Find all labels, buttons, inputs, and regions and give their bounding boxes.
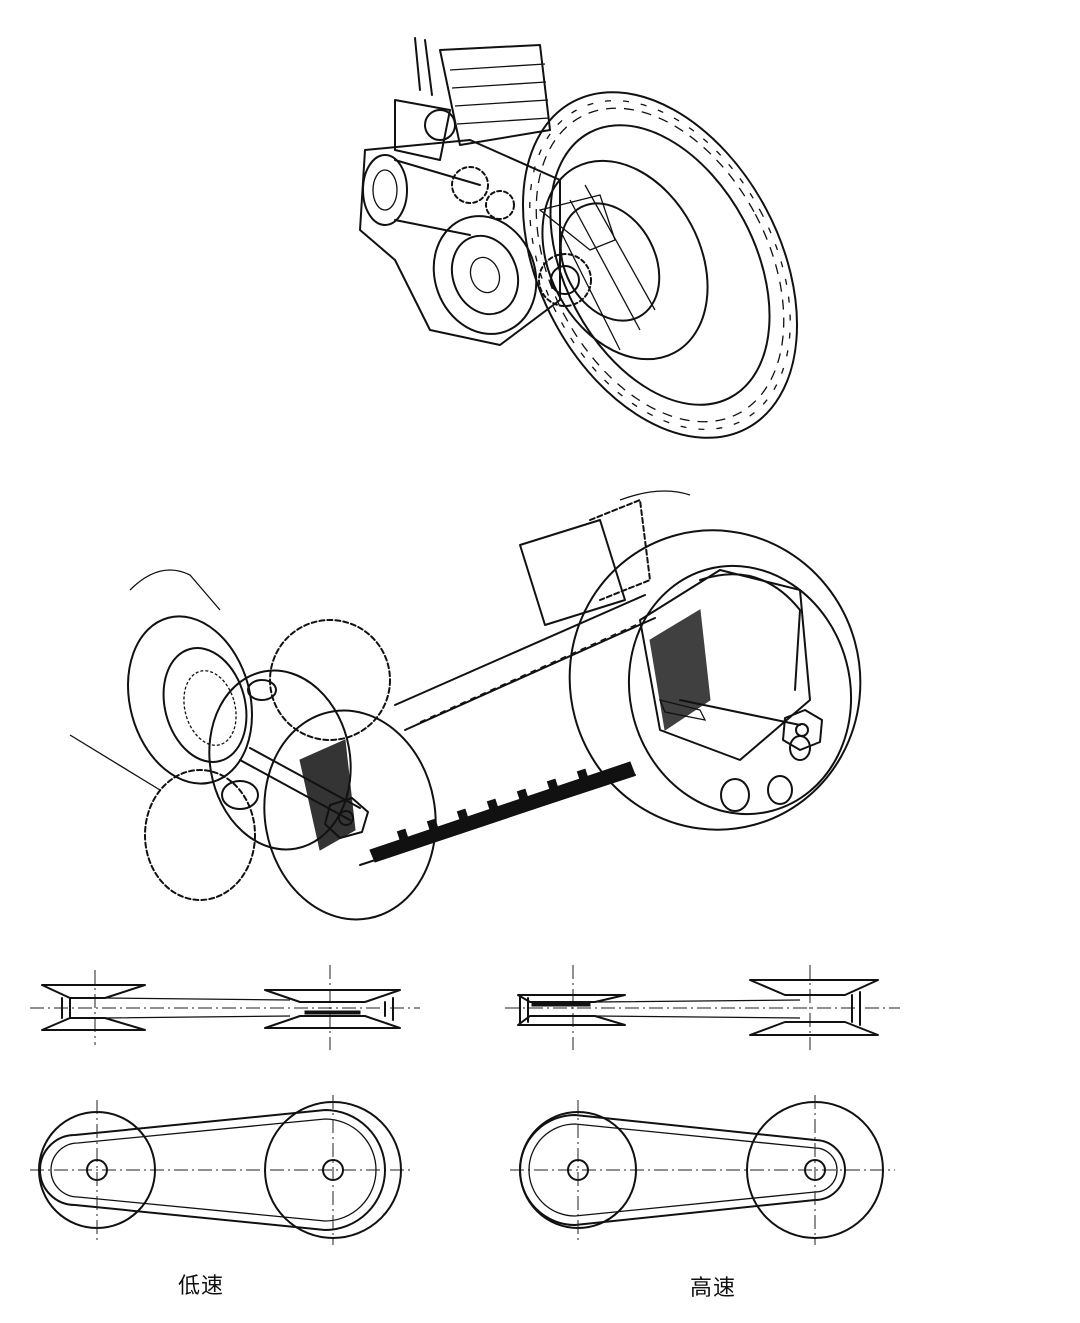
cvt-belt-drive-cutaway bbox=[69, 490, 862, 921]
high-speed-caption: 高速 bbox=[690, 1276, 737, 1301]
low-speed-caption: 低速 bbox=[178, 1274, 225, 1299]
high-speed-pulley-section bbox=[505, 965, 900, 1050]
scooter-engine-wheel-drawing bbox=[359, 37, 799, 439]
low-speed-pulley-section bbox=[30, 965, 420, 1050]
high-speed-belt-loop bbox=[510, 1095, 895, 1245]
low-speed-belt-loop bbox=[30, 1095, 410, 1245]
